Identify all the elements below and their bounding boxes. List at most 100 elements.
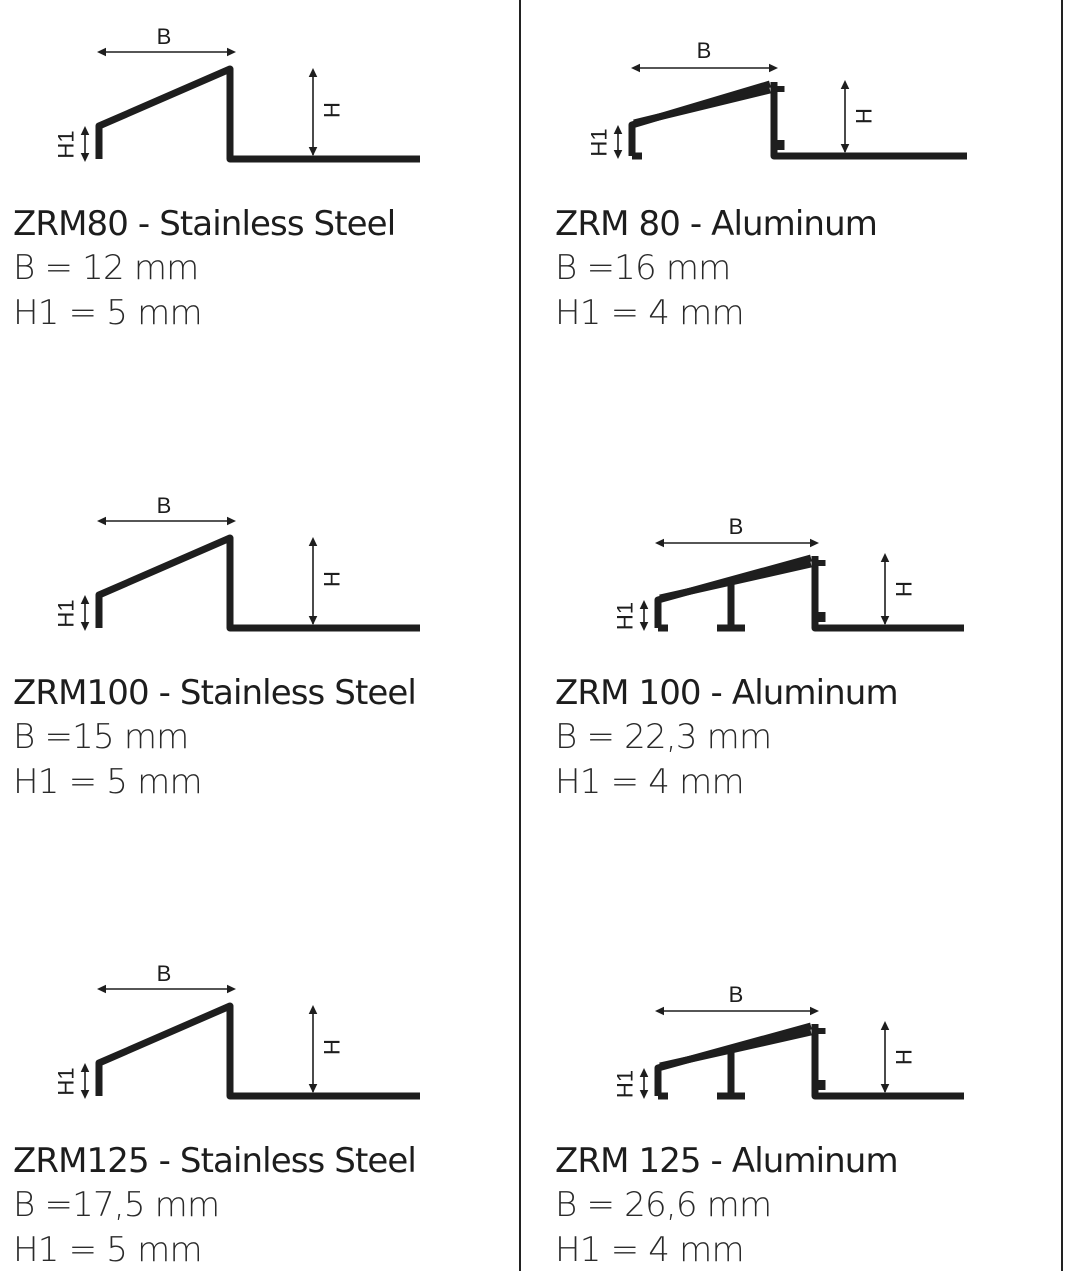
- dimension-b-label: B: [157, 493, 172, 518]
- dimension-b-label: B: [729, 982, 744, 1007]
- dimension-h1-label: H1: [613, 602, 638, 630]
- dimension-h1-arrow-down: [639, 1090, 649, 1099]
- dimension-h1-arrow-up: [80, 1063, 90, 1072]
- dimension-h-arrow-up: [880, 1021, 890, 1030]
- dimension-h1-label: H1: [54, 130, 79, 158]
- dimension-h1-arrow-up: [639, 600, 649, 609]
- dimension-h-label: H: [892, 581, 917, 597]
- dimension-h-arrow-down: [308, 147, 318, 156]
- dimension-b-label: B: [157, 961, 172, 986]
- spec-width: B =17,5 mm: [13, 1185, 220, 1225]
- dimension-b-label: B: [697, 38, 712, 63]
- dimension-b-label: B: [729, 514, 744, 539]
- right-border: [1061, 0, 1063, 1271]
- dimension-h1-label: H1: [587, 128, 612, 156]
- profile-title: ZRM100 - Stainless Steel: [13, 673, 417, 713]
- spec-edge-height: H1 = 5 mm: [13, 1230, 203, 1270]
- dimension-b-arrow-right: [769, 63, 778, 73]
- column-divider: [519, 0, 521, 1271]
- dimension-h-arrow-down: [880, 616, 890, 625]
- dimension-h1-arrow-up: [613, 125, 623, 134]
- dimension-b-arrow-left: [97, 47, 106, 57]
- profile-title: ZRM 80 - Aluminum: [555, 204, 878, 244]
- dimension-h1-arrow-down: [80, 153, 90, 162]
- dimension-b-arrow-left: [97, 984, 106, 994]
- dimension-h-arrow-down: [880, 1084, 890, 1093]
- profile-title: ZRM 125 - Aluminum: [555, 1141, 899, 1181]
- spec-edge-height: H1 = 4 mm: [555, 293, 745, 333]
- profile-ramp-inner: [659, 1028, 812, 1070]
- dimension-b-arrow-left: [631, 63, 640, 73]
- spec-width: B =16 mm: [555, 248, 731, 288]
- dimension-b-arrow-left: [97, 516, 106, 526]
- dimension-b-label: B: [157, 24, 172, 49]
- dimension-b-arrow-left: [655, 1006, 664, 1016]
- profile-diagram: B H H1: [54, 24, 420, 163]
- profile-ramp-inner: [659, 560, 812, 602]
- dimension-h1-label: H1: [54, 599, 79, 627]
- dimension-h1-label: H1: [613, 1070, 638, 1098]
- spec-edge-height: H1 = 4 mm: [555, 1230, 745, 1270]
- profile-diagram: B H H1: [613, 514, 964, 632]
- profile-title: ZRM125 - Stainless Steel: [13, 1141, 417, 1181]
- profile-step: [770, 82, 967, 160]
- profile-title: ZRM80 - Stainless Steel: [13, 204, 396, 244]
- spec-edge-height: H1 = 4 mm: [555, 762, 745, 802]
- profile-diagram: B H H1: [587, 38, 967, 160]
- profile-outline: [95, 65, 420, 163]
- dimension-b-arrow-right: [227, 516, 236, 526]
- dimension-h-arrow-up: [840, 80, 850, 89]
- dimension-h1-arrow-down: [80, 622, 90, 631]
- dimension-b-arrow-right: [810, 1006, 819, 1016]
- dimension-b-arrow-right: [227, 984, 236, 994]
- spec-width: B = 26,6 mm: [555, 1185, 772, 1225]
- dimension-h1-arrow-down: [639, 622, 649, 631]
- dimension-h-arrow-down: [840, 144, 850, 153]
- dimension-h-arrow-down: [308, 1084, 318, 1093]
- dimension-b-arrow-right: [227, 47, 236, 57]
- dimension-h-arrow-down: [308, 616, 318, 625]
- spec-edge-height: H1 = 5 mm: [13, 293, 203, 333]
- profile-step: [811, 556, 964, 632]
- profile-outline: [95, 1002, 420, 1100]
- spec-width: B =15 mm: [13, 717, 189, 757]
- dimension-h1-arrow-down: [613, 150, 623, 159]
- profile-diagram: B H H1: [613, 982, 964, 1100]
- dimension-h-arrow-up: [308, 68, 318, 77]
- profile-step: [811, 1024, 964, 1100]
- dimension-h-label: H: [320, 102, 345, 118]
- dimension-h-label: H: [852, 108, 877, 124]
- dimension-h-label: H: [320, 571, 345, 587]
- dimension-b-arrow-left: [655, 538, 664, 548]
- spec-width: B = 22,3 mm: [555, 717, 772, 757]
- dimension-h-arrow-up: [308, 1005, 318, 1014]
- dimension-h-arrow-up: [308, 537, 318, 546]
- dimension-h1-arrow-up: [80, 126, 90, 135]
- profile-diagram: B H H1: [54, 961, 420, 1100]
- profile-title: ZRM 100 - Aluminum: [555, 673, 899, 713]
- dimension-h1-arrow-down: [80, 1090, 90, 1099]
- dimension-h-arrow-up: [880, 553, 890, 562]
- dimension-h1-arrow-up: [80, 595, 90, 604]
- dimension-h-label: H: [892, 1049, 917, 1065]
- dimension-h1-arrow-up: [639, 1068, 649, 1077]
- dimension-h1-label: H1: [54, 1067, 79, 1095]
- profile-ramp-inner: [633, 86, 771, 127]
- profile-outline: [95, 534, 420, 632]
- profile-diagram: B H H1: [54, 493, 420, 632]
- spec-width: B = 12 mm: [13, 248, 199, 288]
- spec-edge-height: H1 = 5 mm: [13, 762, 203, 802]
- dimension-h-label: H: [320, 1039, 345, 1055]
- dimension-b-arrow-right: [810, 538, 819, 548]
